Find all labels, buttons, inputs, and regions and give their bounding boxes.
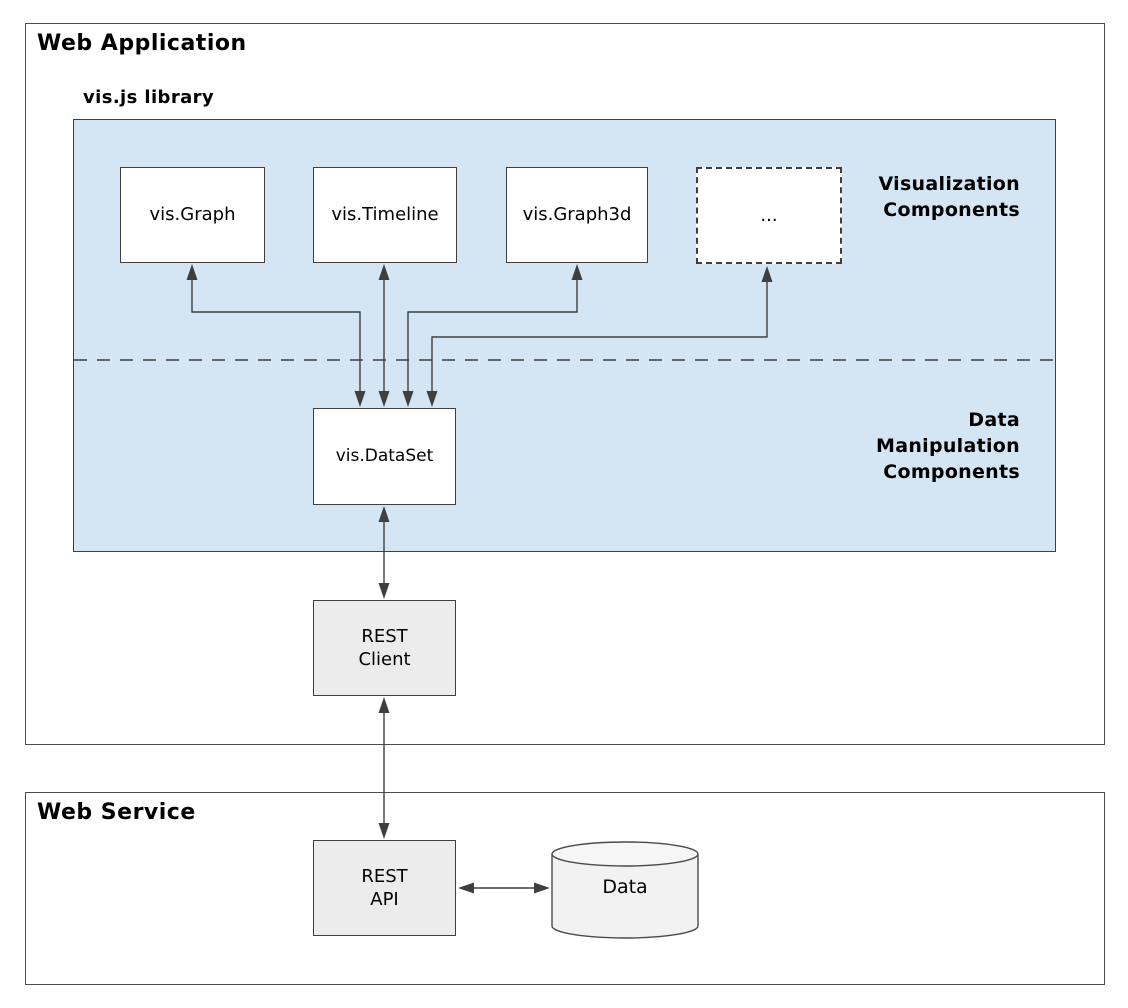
vis-graph3d-label: vis.Graph3d	[522, 204, 632, 226]
vis-dataset-box: vis.DataSet	[313, 408, 456, 505]
web-application-title: Web Application	[37, 31, 247, 56]
vis-timeline-label: vis.Timeline	[331, 204, 439, 226]
visualization-components-label: Visualization Components	[878, 173, 1020, 221]
vis-graph-label: vis.Graph	[149, 204, 236, 226]
component-box-vis-graph3d: vis.Graph3d	[506, 167, 648, 263]
data-cylinder-icon	[551, 841, 699, 939]
data-store-label: Data	[602, 876, 648, 898]
rest-api-box: REST API	[313, 840, 456, 936]
data-manipulation-components-label: Data Manipulation Components	[875, 409, 1020, 483]
rest-client-box: REST Client	[313, 600, 456, 696]
web-service-title: Web Service	[37, 800, 196, 825]
visjs-library-title: vis.js library	[83, 87, 215, 108]
component-box-vis-timeline: vis.Timeline	[313, 167, 457, 263]
component-box-more-placeholder: ...	[696, 167, 842, 264]
more-components-label: ...	[760, 204, 778, 226]
vis-dataset-label: vis.DataSet	[335, 446, 434, 467]
component-box-vis-graph: vis.Graph	[120, 167, 265, 263]
